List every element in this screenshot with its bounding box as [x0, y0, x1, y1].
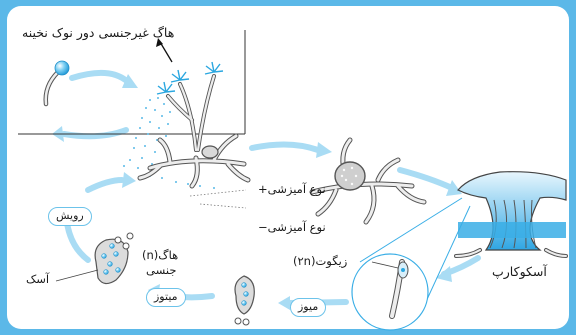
- ascocarp-label: آسکوکارپ: [492, 266, 547, 279]
- ascus-label: آسک: [26, 274, 49, 286]
- young-ascocarp: [335, 162, 365, 190]
- sexual-spore-label-line1: هاگ(n): [142, 250, 178, 262]
- zygote-label: زیگوت(۲n): [293, 256, 347, 268]
- germination-stage: رویش: [48, 207, 92, 226]
- spore-icon: [55, 61, 69, 75]
- sexual-spore-label-line2: جنسی: [146, 265, 176, 277]
- zoom-circle: [352, 254, 428, 330]
- mating-type-plus-label: نوع آمیزشی+: [258, 184, 326, 196]
- asexual-spore-label: هاگ غیرجنسی دور نوک نخینه: [22, 27, 174, 40]
- mating-type-minus-label: نوع آمیزشی−: [258, 222, 326, 234]
- ascocarp-base-layer: [458, 222, 566, 238]
- meiosis-stage: میوز: [290, 298, 326, 317]
- mitosis-stage: میتوز: [146, 288, 186, 307]
- inner-panel: [7, 6, 569, 329]
